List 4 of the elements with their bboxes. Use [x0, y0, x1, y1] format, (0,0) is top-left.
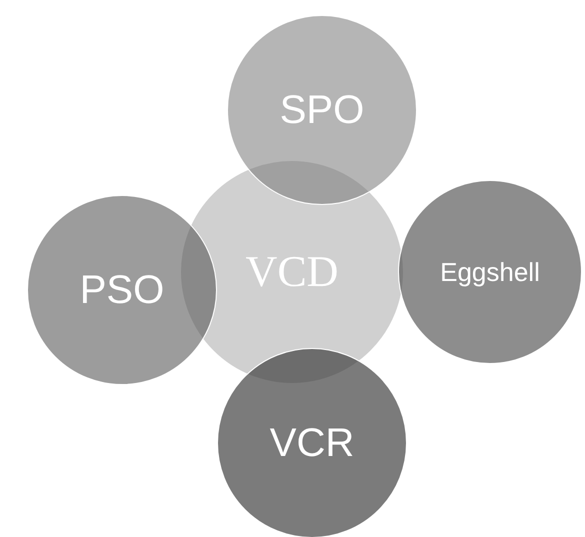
circle-label: Eggshell [440, 256, 540, 288]
circle-label: PSO [80, 267, 164, 314]
circle-label: VCR [270, 420, 354, 467]
circle-label: SPO [280, 87, 364, 134]
